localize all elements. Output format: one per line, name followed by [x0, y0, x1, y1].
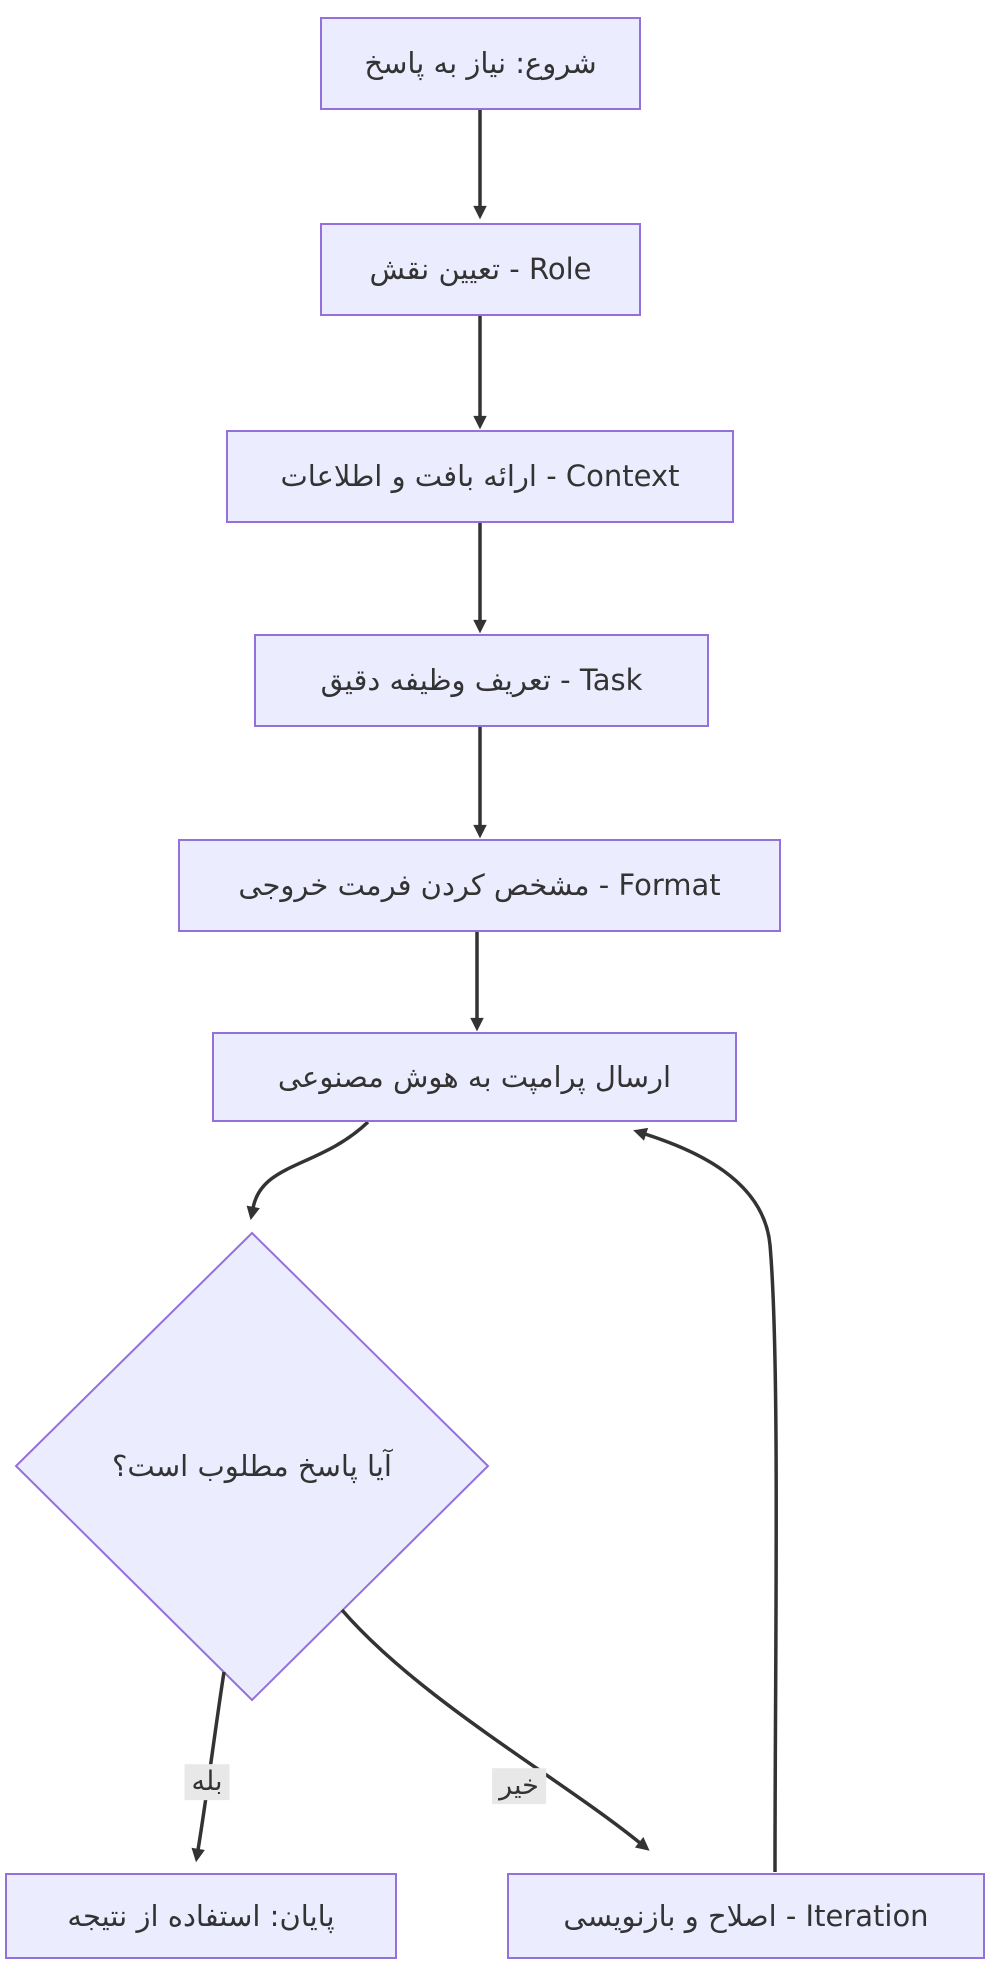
edge-label-no: خیر	[492, 1768, 546, 1804]
node-decision-label: آیا پاسخ مطلوب است؟	[112, 1449, 392, 1483]
edge-decision-end	[191, 1671, 226, 1863]
node-task: تعریف وظیفه دقیق - Task	[254, 634, 709, 727]
edge-decision-iteration	[340, 1608, 650, 1851]
node-iteration: اصلاح و بازنویسی - Iteration	[507, 1873, 985, 1959]
node-format: مشخص کردن فرمت خروجی - Format	[178, 839, 781, 932]
node-role: تعیین نقش - Role	[320, 223, 641, 316]
edge-label-yes: بله	[184, 1764, 230, 1800]
node-context: ارائه بافت و اطلاعات - Context	[226, 430, 734, 523]
edge-send-decision	[246, 1120, 370, 1221]
decision-diamond-shape	[14, 1231, 490, 1702]
edge-iteration-send	[633, 1127, 778, 1873]
node-start: شروع: نیاز به پاسخ	[320, 17, 641, 110]
node-send-prompt: ارسال پرامپت به هوش مصنوعی	[212, 1032, 737, 1122]
node-end: پایان: استفاده از نتیجه	[5, 1873, 397, 1959]
